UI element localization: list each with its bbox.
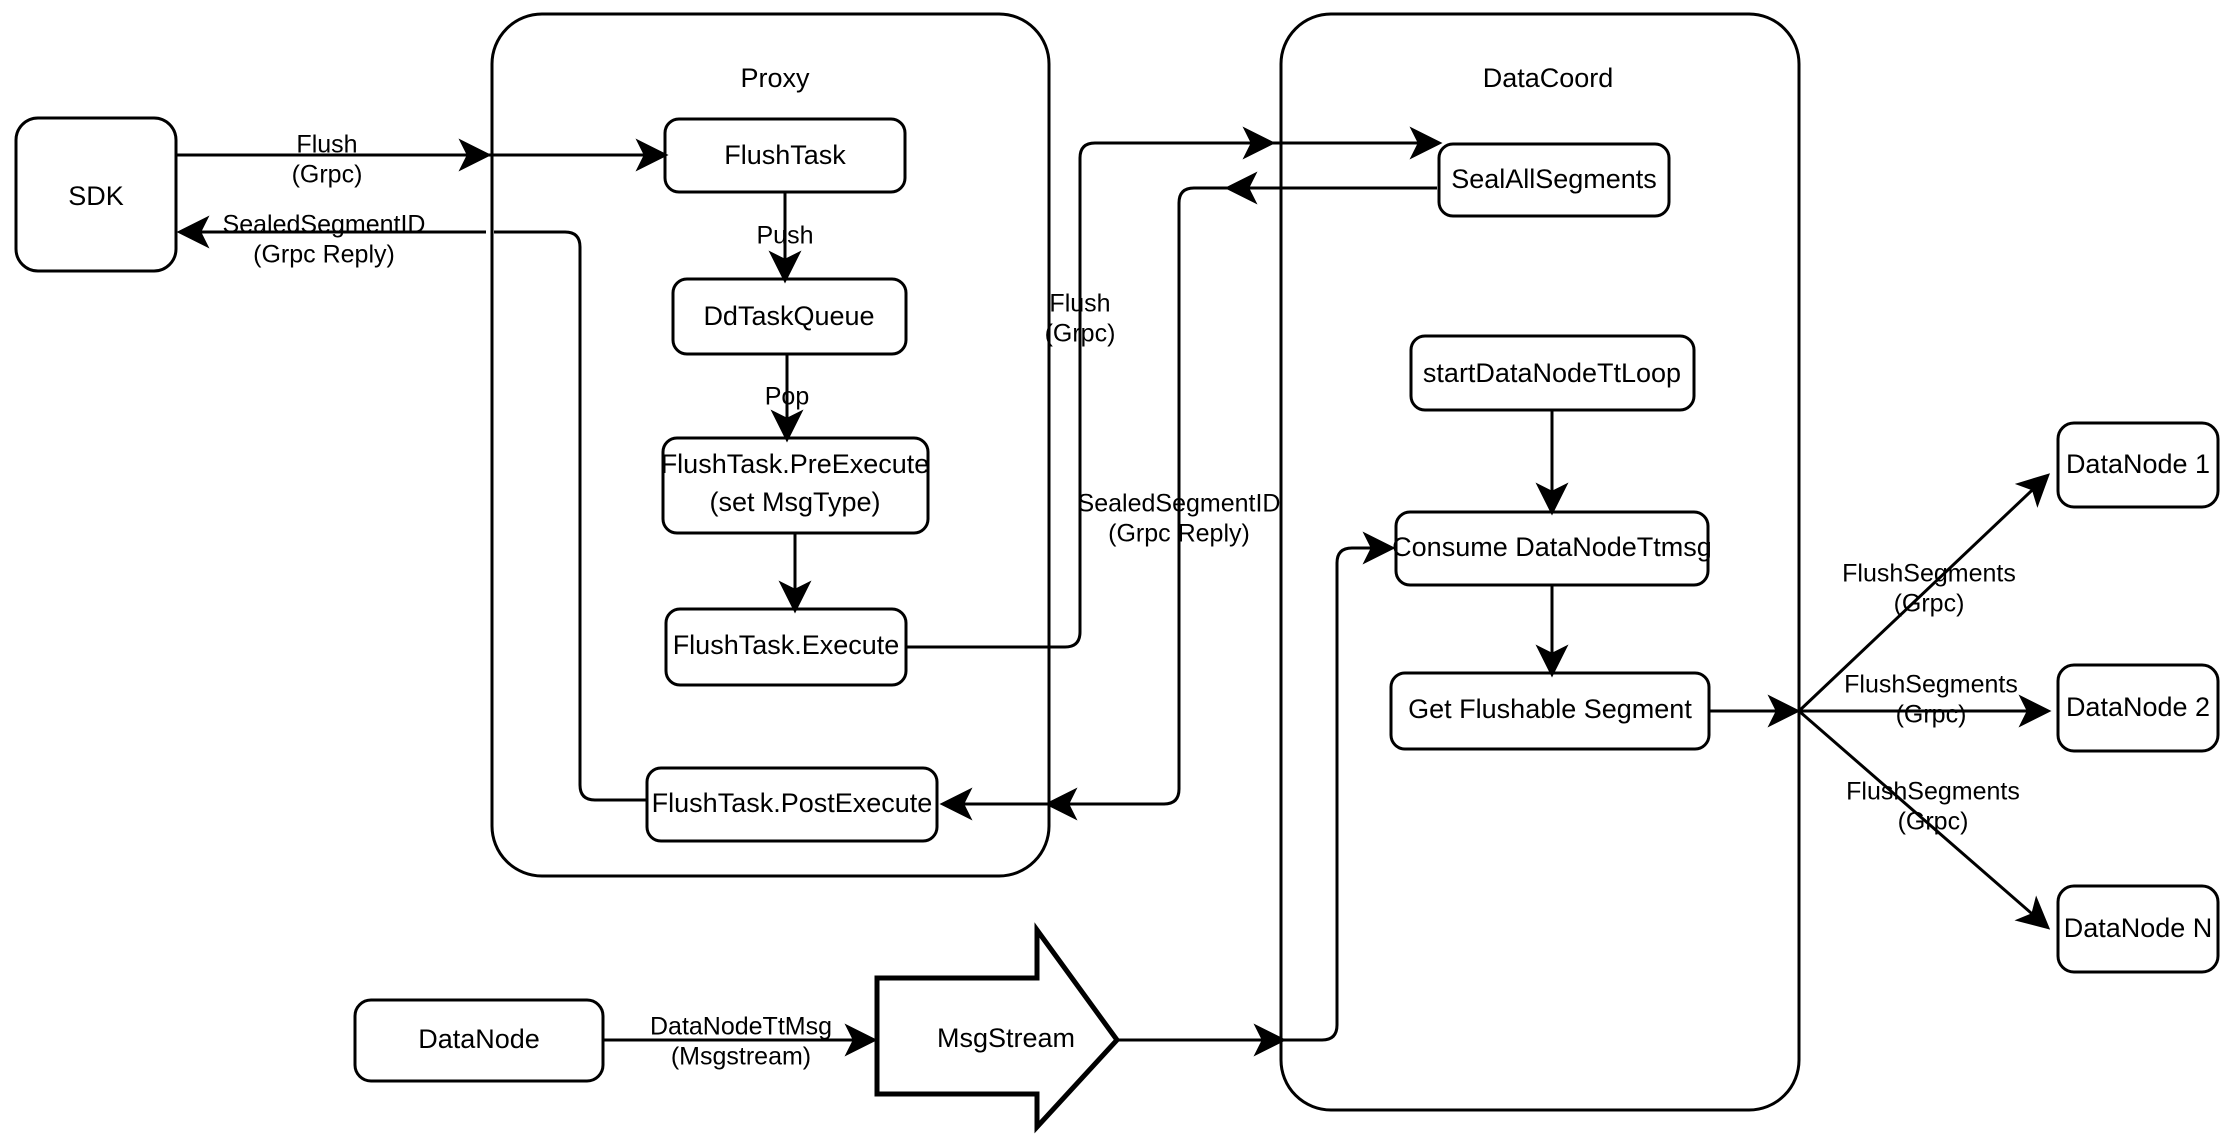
edge-push: Push xyxy=(757,192,814,284)
node-consumedatanodettmsg[interactable]: Consume DataNodeTtmsg xyxy=(1392,510,1712,587)
datacoord-container xyxy=(1279,12,1801,1112)
proxy-container xyxy=(490,12,1051,878)
preexecute-label-2: (set MsgType) xyxy=(709,487,880,517)
node-sealallsegments[interactable]: SealAllSegments xyxy=(1437,142,1671,218)
edge-flushsegments-1-label-2: (Grpc) xyxy=(1894,590,1965,618)
edge-flush-grpc-rail xyxy=(906,126,1276,649)
node-ddtaskqueue[interactable]: DdTaskQueue xyxy=(671,277,908,356)
edge-flushsegments-2-label-1: FlushSegments xyxy=(1844,671,2018,699)
edge-pop-label: Pop xyxy=(765,383,809,411)
datacoord-group-label: DataCoord xyxy=(1483,63,1614,93)
startdatanodettloop-label: startDataNodeTtLoop xyxy=(1423,358,1681,388)
sealallsegments-box[interactable] xyxy=(1437,142,1671,218)
node-flushtask[interactable]: FlushTask xyxy=(663,117,907,194)
edge-flushsegments-datanode-2: FlushSegments (Grpc) xyxy=(1799,671,2052,729)
datanode-1-box[interactable] xyxy=(2056,421,2220,509)
edge-sdk-to-proxy-label-2: (Grpc) xyxy=(292,161,363,189)
edge-datanode-to-msgstream: DataNodeTtMsg (Msgstream) xyxy=(603,1013,878,1071)
datanode-2-box[interactable] xyxy=(2056,663,2220,753)
edge-sealedsegmentid-to-proxy: SealedSegmentID (Grpc Reply) xyxy=(939,186,1437,821)
edge-flushsegments-1-label-1: FlushSegments xyxy=(1842,560,2016,588)
edge-postexecute-to-sdk-rail xyxy=(494,230,648,802)
edge-msgstream-rail-to-consume xyxy=(1281,531,1396,1042)
node-datanode-1[interactable]: DataNode 1 xyxy=(2056,421,2220,509)
consumedatanodettmsg-label: Consume DataNodeTtmsg xyxy=(1392,532,1712,562)
edge-flushsegments-n-label-1: FlushSegments xyxy=(1846,778,2020,806)
edge-flushsegments-datanode-1: FlushSegments (Grpc) xyxy=(1797,473,2050,713)
node-startdatanodettloop[interactable]: startDataNodeTtLoop xyxy=(1409,334,1696,412)
edge-push-label: Push xyxy=(757,222,814,250)
postexecute-box[interactable] xyxy=(645,766,939,843)
group-datacoord: DataCoord xyxy=(1279,12,1801,1112)
edge-datanodettmsg-label-1: DataNodeTtMsg xyxy=(650,1013,832,1041)
node-datanode-source[interactable]: DataNode xyxy=(353,998,605,1083)
node-datanode-n[interactable]: DataNode N xyxy=(2056,884,2220,974)
ddtaskqueue-label: DdTaskQueue xyxy=(703,301,874,331)
getflushablesegment-label: Get Flushable Segment xyxy=(1408,694,1692,724)
preexecute-label-1: FlushTask.PreExecute xyxy=(661,449,930,479)
edge-flush-grpc-to-datacoord: Flush (Grpc) xyxy=(906,126,1276,649)
edge-flushsegments-datanode-n: FlushSegments (Grpc) xyxy=(1798,709,2051,930)
node-msgstream[interactable]: MsgStream xyxy=(874,922,1121,1134)
edge-flushsegments-n-label-2: (Grpc) xyxy=(1898,808,1969,836)
datanode-source-label: DataNode xyxy=(418,1024,540,1054)
execute-label: FlushTask.Execute xyxy=(673,630,900,660)
edge-datanodettmsg-label-2: (Msgstream) xyxy=(671,1043,811,1071)
flushtask-label: FlushTask xyxy=(724,140,846,170)
edge-flushsegments-1-line xyxy=(1797,473,2050,713)
datanode-n-box[interactable] xyxy=(2056,884,2220,974)
edge-flush-grpc-label-2: (Grpc) xyxy=(1045,320,1116,348)
node-execute[interactable]: FlushTask.Execute xyxy=(664,607,908,687)
edge-flushsegments-n-line xyxy=(1798,709,2051,930)
postexecute-label: FlushTask.PostExecute xyxy=(652,788,933,818)
datanode-n-label: DataNode N xyxy=(2064,913,2213,943)
group-proxy: Proxy xyxy=(490,12,1051,878)
edge-flush-grpc-label-1: Flush xyxy=(1049,290,1110,318)
msgstream-arrow-shape[interactable] xyxy=(874,922,1121,1134)
datanode-1-label: DataNode 1 xyxy=(2066,449,2210,479)
node-datanode-2[interactable]: DataNode 2 xyxy=(2056,663,2220,753)
ddtaskqueue-box[interactable] xyxy=(671,277,908,356)
sdk-box[interactable] xyxy=(14,116,178,273)
edge-sealedsegmentid-label-2: (Grpc Reply) xyxy=(1108,520,1250,548)
edge-proxy-to-sdk: SealedSegmentID (Grpc Reply) xyxy=(176,211,486,269)
node-preexecute[interactable]: FlushTask.PreExecute (set MsgType) xyxy=(661,436,930,535)
edge-pop: Pop xyxy=(765,354,809,443)
node-postexecute[interactable]: FlushTask.PostExecute xyxy=(645,766,939,843)
edge-flushsegments-2-label-2: (Grpc) xyxy=(1896,701,1967,729)
edge-sdk-to-proxy: Flush (Grpc) xyxy=(176,131,492,189)
sdk-label: SDK xyxy=(68,181,124,211)
edge-sealedsegmentid-rail xyxy=(939,186,1437,821)
msgstream-label: MsgStream xyxy=(937,1023,1075,1053)
node-sdk[interactable]: SDK xyxy=(14,116,178,273)
edge-sealedsegmentid-label-1: SealedSegmentID xyxy=(1078,490,1281,518)
datanode-2-label: DataNode 2 xyxy=(2066,692,2210,722)
sealallsegments-label: SealAllSegments xyxy=(1451,164,1657,194)
edge-proxy-to-sdk-label-2: (Grpc Reply) xyxy=(253,241,395,269)
edge-sdk-to-proxy-label-1: Flush xyxy=(296,131,357,159)
proxy-group-label: Proxy xyxy=(740,63,810,93)
node-getflushablesegment[interactable]: Get Flushable Segment xyxy=(1389,671,1711,751)
edge-proxy-to-sdk-label-1: SealedSegmentID xyxy=(223,211,426,239)
